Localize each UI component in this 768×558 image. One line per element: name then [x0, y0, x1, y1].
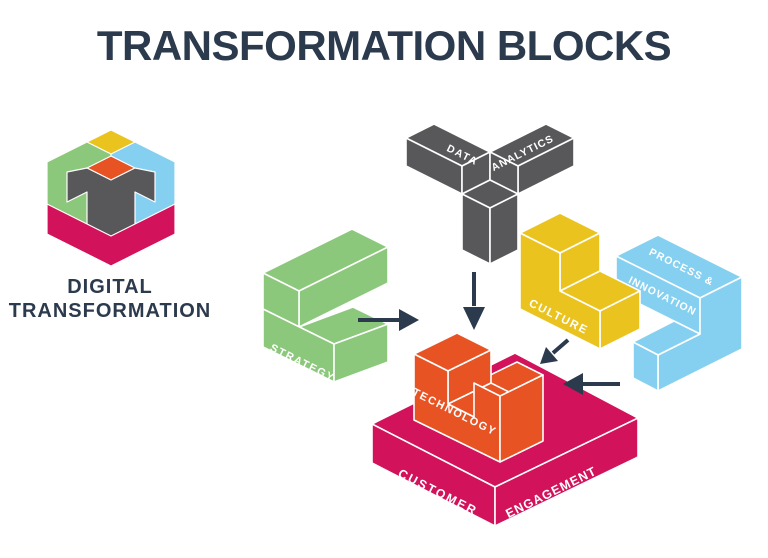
- flow-arrows: [358, 272, 620, 395]
- legend-line2: TRANSFORMATION: [9, 300, 212, 322]
- arrow-head-down-icon: [463, 307, 485, 330]
- arrow-head-right-icon: [399, 309, 419, 331]
- block-technology: TECHNOLOGY: [410, 332, 544, 463]
- platform-right-face: [494, 417, 639, 527]
- arrow-head-left-icon: [563, 373, 583, 395]
- legend-line1: DIGITAL: [67, 276, 153, 298]
- culture-left-face: [519, 232, 601, 350]
- arrow-culture-to-technology: [540, 338, 570, 364]
- arrow-process-innovation-to-technology: [563, 373, 620, 395]
- process-step-front-face: [632, 341, 659, 392]
- technology-right-face: [499, 374, 544, 463]
- block-strategy: STRATEGY: [262, 228, 389, 385]
- arrow-head-downleft-icon: [540, 347, 558, 364]
- page-title: TRANSFORMATION BLOCKS: [96, 22, 672, 69]
- technology-front-face: [413, 353, 501, 463]
- mini-yellow-piece: [86, 129, 136, 155]
- block-data-analytics: DATA ANALYTICS: [405, 123, 575, 265]
- arrow-strategy-to-technology: [358, 309, 419, 331]
- mini-magenta-piece: [46, 203, 176, 267]
- digital-transformation-cube: DIGITAL TRANSFORMATION: [9, 129, 212, 322]
- strategy-slab-right-face: [333, 323, 389, 383]
- analytics-leg-right: [489, 193, 519, 265]
- arrow-data-analytics-to-technology: [463, 272, 485, 330]
- mini-gray-piece: [66, 167, 156, 239]
